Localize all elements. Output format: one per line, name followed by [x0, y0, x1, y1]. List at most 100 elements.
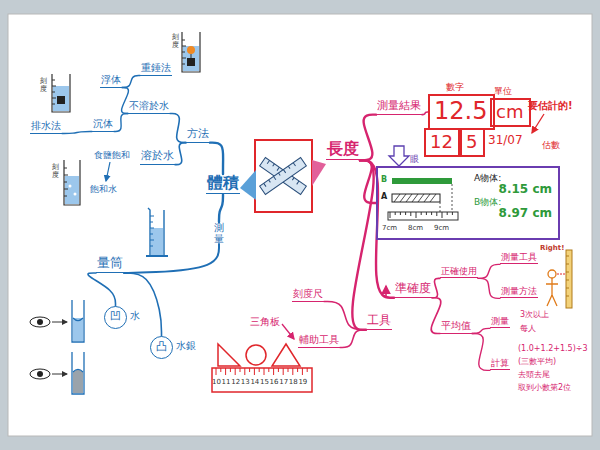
node-text: 8.15 cm [474, 183, 552, 197]
branch-line [88, 273, 116, 306]
convex-meniscus [73, 370, 83, 373]
field-note: 單位 [494, 86, 512, 96]
branch-line [324, 302, 366, 330]
ruler-ticks [216, 368, 307, 375]
small-cylinder [72, 300, 84, 342]
ruler [212, 368, 312, 392]
branch-topic: 測量方法 [500, 286, 538, 298]
branch-wedge [240, 170, 256, 200]
node-text: 方法 [187, 128, 209, 141]
scale-ticks [52, 80, 56, 104]
node-text: 浮体 [101, 74, 121, 86]
ruler-number: 11 [222, 378, 231, 386]
node-text: 測量方法 [501, 286, 537, 296]
branch-topic: 沉体 [92, 118, 114, 132]
detail-note: 飽和水 [90, 184, 117, 194]
sinker [187, 58, 195, 66]
arrow [106, 162, 110, 181]
node-text: 測量 [214, 222, 224, 244]
node-text: 測量結果 [377, 100, 421, 113]
branch-topic: 方法 [186, 128, 210, 143]
node-text: 刻度尺 [293, 288, 323, 300]
detail-note: 每人 [520, 324, 536, 333]
callout-arrow [532, 114, 544, 133]
scale-ticks [390, 212, 452, 218]
node-text: 溶於水 [141, 150, 174, 163]
digit-box: 5 [460, 128, 485, 157]
scale-ruler [388, 212, 458, 220]
branch-line [124, 273, 162, 336]
string [191, 54, 192, 58]
branch-line [478, 278, 500, 298]
ruler-number: 10 [212, 378, 221, 386]
field-note: 數字 [446, 82, 464, 92]
container [64, 160, 80, 205]
branch-topic: 計算 [490, 358, 510, 370]
ruler-number: 19 [298, 378, 307, 386]
eye [30, 317, 50, 327]
mercury [73, 372, 83, 393]
bar-label: A [381, 192, 387, 201]
ruler-ticks [264, 163, 296, 187]
branch-line [210, 143, 223, 174]
scale-note: 刻度 [52, 164, 59, 179]
object-b-bar [392, 178, 452, 184]
upright-ruler [566, 250, 572, 308]
scale-label: 9cm [434, 224, 449, 232]
measuring-cylinder [148, 208, 164, 256]
branch-topic: 正確使用 [440, 266, 478, 278]
ruler-number: 18 [289, 378, 298, 386]
water [73, 318, 83, 341]
node-text: cm [496, 102, 525, 123]
liquid-label: 水銀 [176, 340, 196, 352]
container [52, 74, 70, 112]
scale-ticks [566, 256, 569, 296]
water [151, 228, 163, 255]
center-box [255, 140, 312, 212]
branch-line [175, 143, 186, 165]
ruler-icon [260, 158, 307, 195]
value-box: 12.5 [428, 94, 495, 130]
object [57, 96, 65, 104]
detail-note: 食鹽飽和 [94, 150, 130, 160]
branch-line [472, 334, 490, 371]
figure-note: Right! [540, 244, 564, 252]
branch-topic: 輔助工具 [298, 334, 340, 348]
ruler-icon [260, 158, 307, 195]
meniscus-circle: 凸 [150, 336, 173, 359]
ruler-number: 13 [241, 378, 250, 386]
detail-note: 3次以上 [520, 310, 549, 319]
branch-topic: 測量結果 [376, 100, 422, 115]
object-a-bar [392, 194, 440, 202]
detail-note: (三數平均) [518, 357, 556, 366]
node-text: 凹 [110, 311, 121, 324]
hatch [394, 194, 436, 202]
field-note: 估數 [542, 140, 560, 150]
scale-ticks [64, 168, 68, 196]
scale-note: 刻度 [40, 78, 47, 93]
unit-box: cm [490, 98, 531, 127]
node-text: 量筒 [97, 256, 123, 271]
set-square [218, 344, 240, 366]
node-text: B物体: [474, 197, 552, 207]
view-arrow [389, 146, 409, 166]
branch-line [478, 264, 500, 278]
meniscus-circle: 凹 [104, 306, 127, 329]
branch-wedge [312, 160, 326, 186]
sight-arrow [52, 374, 67, 375]
node-text: 重錘法 [141, 62, 171, 74]
branch-line [340, 330, 366, 348]
salt [69, 185, 72, 188]
detail-note: 取到小數第2位 [518, 383, 571, 392]
node-text: 正確使用 [441, 266, 477, 276]
estimate-digits: 31/07 [488, 134, 523, 148]
view-note: 眼 [410, 154, 419, 164]
reading-line [440, 184, 452, 212]
example-panel: A物体:8.15 cmB物体:8.97 cm [376, 166, 560, 240]
small-cylinder [72, 352, 84, 394]
set-square [272, 344, 300, 366]
branch-topic: 工具 [366, 314, 392, 330]
branch-line [114, 114, 128, 132]
scale-ticks [150, 216, 154, 246]
branch-topic: 平均值 [440, 320, 472, 334]
